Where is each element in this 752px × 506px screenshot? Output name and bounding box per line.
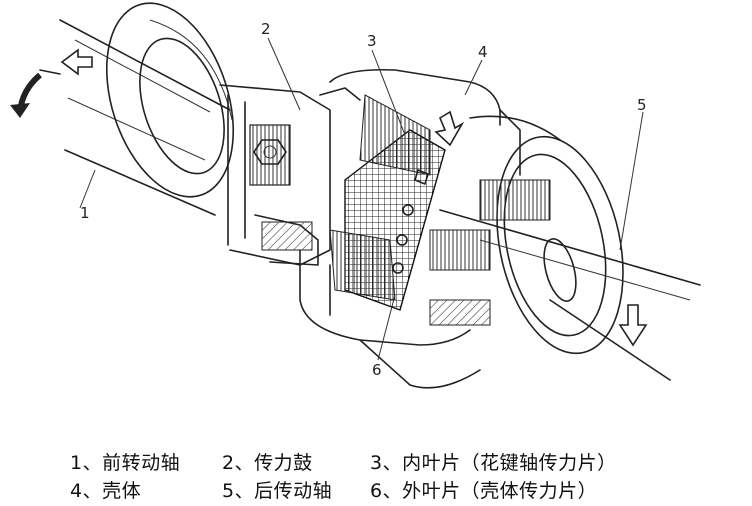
legend-item-housing: 4、壳体 xyxy=(70,480,142,502)
plate-pack xyxy=(329,94,491,311)
rotation-arrow-left-icon xyxy=(10,72,42,118)
rotation-arrow-right-icon xyxy=(618,304,648,347)
diagram-canvas: 1 2 3 4 5 6 xyxy=(10,2,701,389)
drive-drum xyxy=(219,84,331,266)
legend-row-1: 1、前转动轴 2、传力鼓 3、内叶片（花键轴传力片） xyxy=(0,448,752,478)
legend-item-inner-plate: 3、内叶片（花键轴传力片） xyxy=(370,452,617,474)
callout-2: 2 xyxy=(261,20,271,38)
front-shaft xyxy=(39,2,235,216)
housing xyxy=(299,68,624,389)
legend-item-drive-drum: 2、传力鼓 xyxy=(222,452,313,474)
callout-5: 5 xyxy=(637,96,647,114)
coupling-cutaway-diagram: 1 2 3 4 5 6 xyxy=(10,2,701,389)
legend-item-rear-shaft: 5、后传动轴 xyxy=(222,480,333,502)
legend-item-outer-plate: 6、外叶片（壳体传力片） xyxy=(370,480,598,502)
legend-row-2: 4、壳体 5、后传动轴 6、外叶片（壳体传力片） xyxy=(0,476,752,506)
callout-1: 1 xyxy=(80,204,90,222)
flow-arrow-down-icon xyxy=(434,110,465,147)
callout-4: 4 xyxy=(478,43,488,61)
legend: 1、前转动轴 2、传力鼓 3、内叶片（花键轴传力片） 4、壳体 5、后传动轴 6… xyxy=(0,432,752,502)
callout-6: 6 xyxy=(372,361,382,379)
leader-lines xyxy=(79,37,644,361)
callout-3: 3 xyxy=(367,32,377,50)
legend-item-front-shaft: 1、前转动轴 xyxy=(70,452,181,474)
flow-arrow-left-icon xyxy=(60,48,93,76)
rear-shaft xyxy=(439,209,701,381)
